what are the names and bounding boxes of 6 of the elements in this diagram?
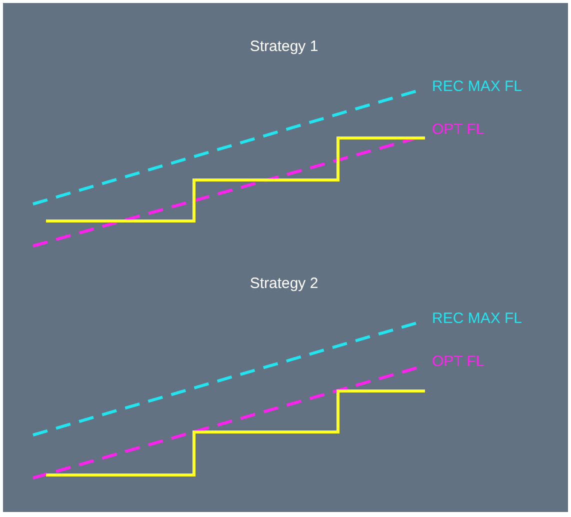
line-label: OPT FL	[432, 353, 484, 371]
section-title: Strategy 1	[250, 38, 318, 56]
section-title: Strategy 2	[250, 275, 318, 293]
line-label: OPT FL	[432, 121, 484, 139]
line-label: REC MAX FL	[432, 310, 522, 328]
line-label: REC MAX FL	[432, 78, 522, 96]
